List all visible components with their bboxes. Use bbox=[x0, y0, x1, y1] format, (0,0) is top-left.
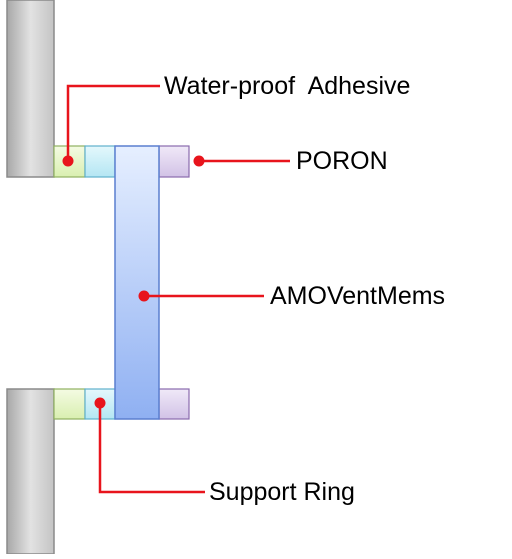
membrane-body bbox=[114, 145, 160, 420]
housing-wall-bottom bbox=[6, 388, 55, 555]
callout-poron bbox=[193, 155, 290, 167]
callout-support-ring bbox=[94, 397, 205, 494]
poron-top bbox=[158, 145, 190, 178]
poron-bottom bbox=[158, 388, 190, 420]
callout-membrane bbox=[138, 290, 264, 302]
support-ring-top bbox=[84, 145, 116, 178]
housing-wall-top bbox=[6, 0, 55, 178]
label-membrane: AMOVentMems bbox=[270, 282, 446, 310]
label-support-ring: Support Ring bbox=[209, 478, 355, 506]
label-poron: PORON bbox=[296, 147, 388, 175]
adhesive-bottom bbox=[53, 388, 86, 420]
label-adhesive: Water-proof Adhesive bbox=[164, 72, 411, 100]
callout-adhesive bbox=[62, 84, 160, 167]
